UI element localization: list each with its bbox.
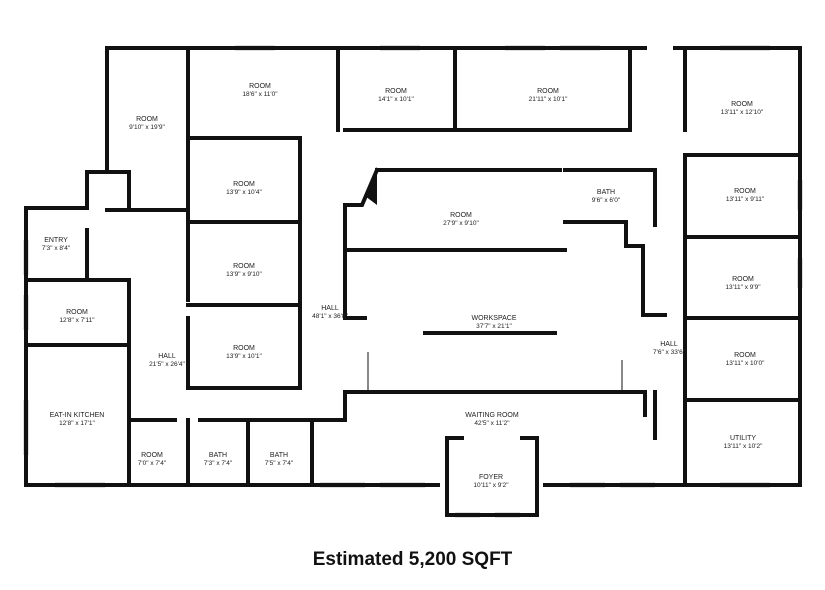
utility-name: UTILITY — [730, 435, 756, 442]
hall-1-name: HALL — [321, 305, 339, 312]
room-10-name: ROOM — [732, 276, 754, 283]
room-9-dims: 13'9" x 9'10" — [226, 271, 262, 278]
room-14-dims: 7'0" x 7'4" — [138, 460, 167, 467]
hall-3-name: HALL — [158, 353, 176, 360]
room-2-dims: 18'6" x 11'0" — [242, 91, 278, 98]
hall-2-dims: 7'6" x 33'6" — [653, 349, 686, 356]
hall-2-name: HALL — [660, 341, 678, 348]
room-8-dims: 13'11" x 9'11" — [726, 196, 765, 203]
room-4-dims: 21'11" x 10'1" — [529, 96, 568, 103]
room-10-dims: 13'11" x 9'9" — [725, 284, 761, 291]
kitchen-name: EAT-IN KITCHEN — [50, 412, 105, 419]
room-5-name: ROOM — [731, 101, 753, 108]
room-6-dims: 13'9" x 10'4" — [226, 189, 262, 196]
foyer-name: FOYER — [479, 474, 503, 481]
walls — [24, 46, 802, 517]
room-13-dims: 13'11" x 10'0" — [726, 360, 765, 367]
hall-1-dims: 48'1" x 36'8" — [312, 313, 348, 320]
waiting-room-dims: 42'5" x 11'2" — [474, 420, 510, 427]
room-8-name: ROOM — [734, 188, 756, 195]
foyer-dims: 10'11" x 9'2" — [473, 482, 509, 489]
stair-wedge — [365, 172, 377, 205]
bath-1-dims: 9'6" x 6'0" — [592, 197, 621, 204]
room-9-name: ROOM — [233, 263, 255, 270]
room-4-name: ROOM — [537, 88, 559, 95]
room-3-name: ROOM — [385, 88, 407, 95]
room-2-name: ROOM — [249, 83, 271, 90]
bath-2-dims: 7'3" x 7'4" — [204, 460, 233, 467]
hall-3-dims: 21'5" x 26'4" — [149, 361, 185, 368]
room-12-name: ROOM — [233, 345, 255, 352]
room-14-name: ROOM — [141, 452, 163, 459]
room-labels: ROOM 9'10" x 19'9" ROOM 18'6" x 11'0" RO… — [42, 83, 765, 489]
bath-2-name: BATH — [209, 452, 227, 459]
kitchen-dims: 12'8" x 17'1" — [59, 420, 95, 427]
room-3-dims: 14'1" x 10'1" — [378, 96, 414, 103]
room-11-name: ROOM — [66, 309, 88, 316]
room-1-name: ROOM — [136, 116, 158, 123]
utility-dims: 13'11" x 10'2" — [724, 443, 763, 450]
room-13-name: ROOM — [734, 352, 756, 359]
room-7-dims: 27'9" x 9'10" — [443, 220, 479, 227]
entry-name: ENTRY — [44, 237, 68, 244]
workspace-dims: 37'7" x 21'1" — [476, 323, 512, 330]
floor-plan: ROOM 9'10" x 19'9" ROOM 18'6" x 11'0" RO… — [23, 45, 803, 518]
bath-3-name: BATH — [270, 452, 288, 459]
entry-dims: 7'3" x 8'4" — [42, 245, 71, 252]
room-5-dims: 13'11" x 12'10" — [721, 109, 764, 116]
total-area-caption: Estimated 5,200 SQFT — [312, 549, 513, 570]
room-7-name: ROOM — [450, 212, 472, 219]
bath-1-name: BATH — [597, 189, 615, 196]
room-6-name: ROOM — [233, 181, 255, 188]
waiting-room-name: WAITING ROOM — [465, 412, 519, 419]
room-12-dims: 13'9" x 10'1" — [226, 353, 262, 360]
room-1-dims: 9'10" x 19'9" — [129, 124, 165, 131]
bath-3-dims: 7'5" x 7'4" — [265, 460, 294, 467]
workspace-name: WORKSPACE — [472, 315, 517, 322]
room-11-dims: 12'8" x 7'11" — [59, 317, 95, 324]
